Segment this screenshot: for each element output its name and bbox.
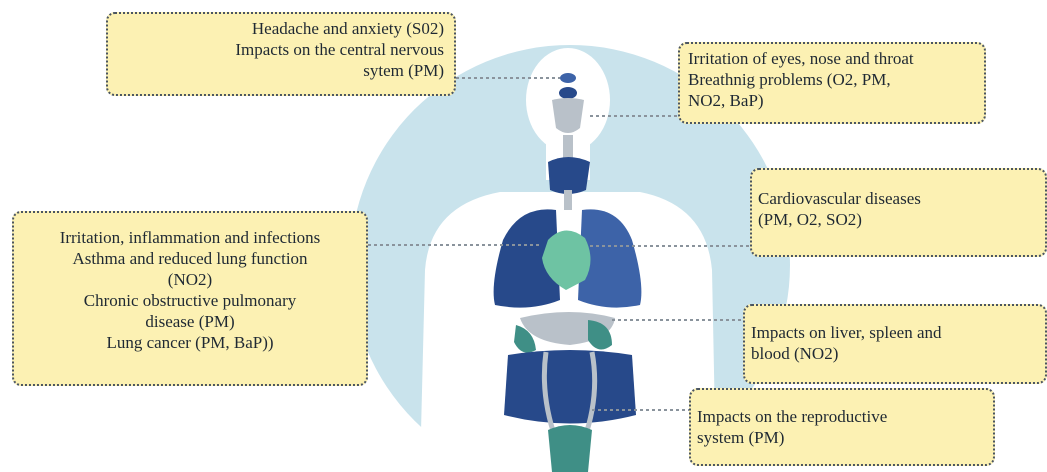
annotation-line: Impacts on liver, spleen and (751, 322, 1037, 343)
thyroid-icon (548, 157, 590, 194)
bronchus-icon (564, 190, 572, 210)
intestines-icon (504, 350, 636, 424)
eyes-throat-annotation: Irritation of eyes, nose and throat Brea… (678, 42, 986, 124)
reproductive-annotation: Impacts on the reproductive system (PM) (689, 388, 995, 466)
annotation-line: Breathnig problems (O2, PM, (688, 69, 976, 90)
reproductive-icon (548, 425, 592, 472)
annotation-line: Chronic obstructive pulmonary (20, 290, 360, 311)
brain-annotation: Headache and anxiety (S02) Impacts on th… (106, 12, 456, 96)
annotation-line: sytem (PM) (116, 60, 444, 81)
annotation-line: Irritation of eyes, nose and throat (688, 48, 976, 69)
annotation-line: system (PM) (697, 427, 985, 448)
nose-throat-icon (552, 98, 584, 133)
heart-annotation: Cardiovascular diseases (PM, O2, SO2) (750, 168, 1047, 257)
annotation-line: Irritation, inflammation and infections (20, 227, 360, 248)
annotation-line: Headache and anxiety (S02) (116, 18, 444, 39)
annotation-line: blood (NO2) (751, 343, 1037, 364)
annotation-line: Impacts on the reproductive (697, 406, 985, 427)
lungs-annotation: Irritation, inflammation and infections … (12, 211, 368, 386)
annotation-line: Lung cancer (PM, BaP)) (20, 332, 360, 353)
liver-annotation: Impacts on liver, spleen and blood (NO2) (743, 304, 1047, 384)
annotation-line: disease (PM) (20, 311, 360, 332)
annotation-line: (PM, O2, SO2) (758, 209, 1037, 230)
annotation-line: Asthma and reduced lung function (20, 248, 360, 269)
annotation-line: Cardiovascular diseases (758, 188, 1037, 209)
annotation-line: Impacts on the central nervous (116, 39, 444, 60)
annotation-line: (NO2) (20, 269, 360, 290)
annotation-line: NO2, BaP) (688, 90, 976, 111)
